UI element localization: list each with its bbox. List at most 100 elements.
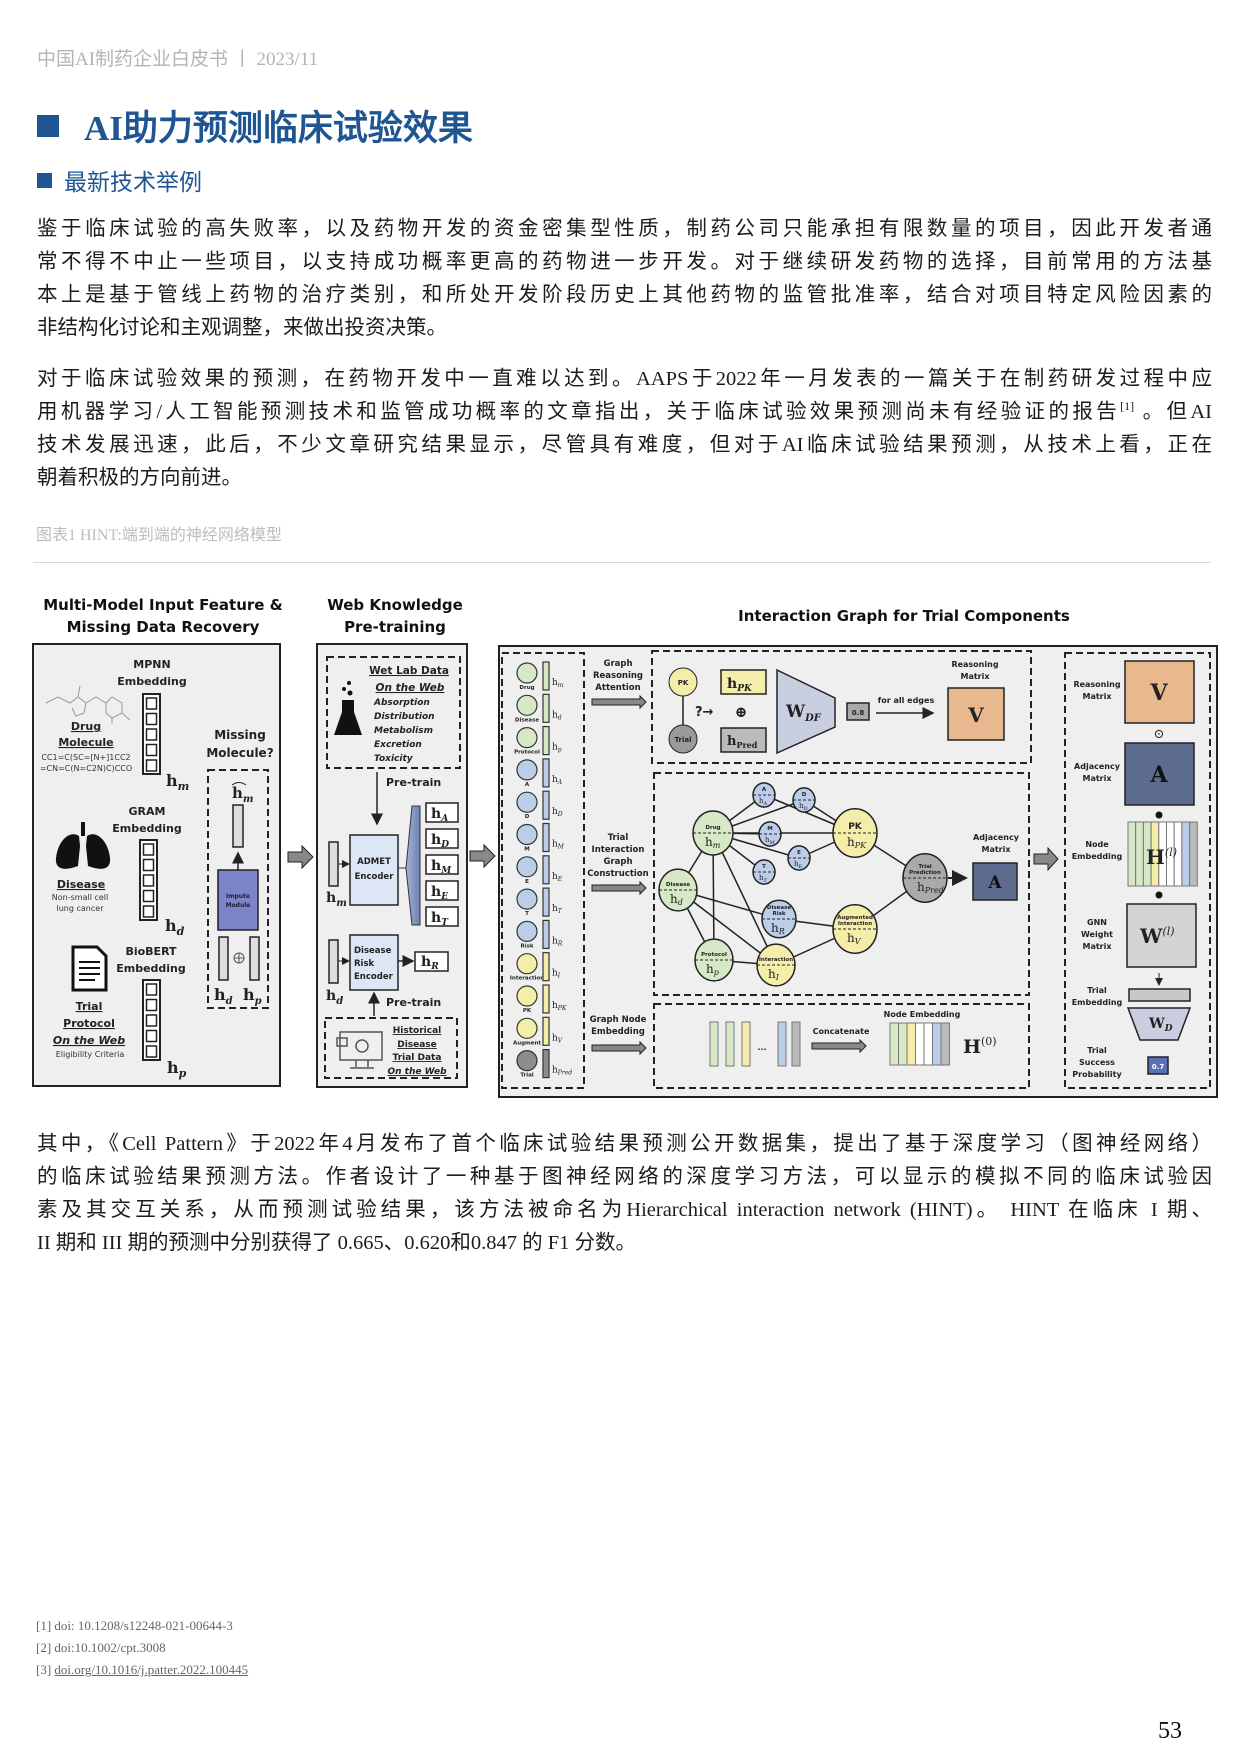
node-label: Drug [519,685,534,691]
embedding-cell [142,889,155,903]
impute-dashed-box [207,769,269,1009]
mpnn-embedding-vector [142,693,161,775]
page-number: 53 [1158,1718,1182,1744]
h-pk-label: hPK [727,676,753,694]
node-label: Drug [705,825,720,831]
h-p-label: hp [243,985,262,1007]
matrix-label: Embedding [1072,852,1123,861]
step-label: Attention [595,683,640,693]
node-h-label: hT [759,874,768,884]
h-r-label: hR [421,954,439,972]
node-vector [542,887,550,917]
node-label: Augmented [837,915,873,921]
wdf-label: WDF [785,702,822,724]
footnote-link[interactable]: doi.org/10.1016/j.patter.2022.100445 [54,1662,249,1677]
gram-label: GRAM [129,805,166,818]
h0-matrix [889,1022,950,1066]
node-circle [516,823,538,846]
node-h-label: hR [771,921,785,936]
node-h-label: hPred [917,880,944,895]
wd-layer [1126,1007,1192,1041]
admet-output-label: hA [431,806,448,824]
matrix-column [932,1022,942,1066]
matrix-label: Embedding [1072,998,1123,1007]
matrix-label: Adjacency [973,833,1020,842]
node-vector [542,822,550,853]
node-embedding-label: Node Embedding [884,1010,961,1019]
embedding-cell [145,983,158,996]
h-p-label: hp [167,1058,187,1080]
impute-label: Module [226,902,251,909]
trial-embedding-bar [1128,988,1191,1002]
node-vector [542,693,550,723]
edge-question-label: ?→ [695,705,714,720]
embedding-cell [142,874,155,887]
admet-output-label: hD [431,832,449,850]
node-h-label: hPK [552,1001,567,1012]
encoder-label: Risk [354,959,375,969]
h-r-box [414,951,449,972]
paragraph-line: 的临床试验结果预测方法。作者设计了一种基于图神经网络的深度学习方法，可以显示的模… [37,1166,1212,1188]
output-bracket [398,805,421,926]
node-label: D [802,792,807,798]
paragraph-line: 其中，《Cell Pattern》于2022年4月发布了首个临床试验结果预测公开… [37,1133,1212,1155]
node-label: PK [678,679,689,687]
encoder-label: ADMET [357,857,391,867]
paragraph-line: 本上是基于管线上药物的治疗类别，和所处开发阶段历史上其他药物的监管批准率，结合对… [37,284,1212,306]
pk-node [668,667,698,697]
admet-output-box [425,906,459,927]
matrix-column [915,1022,925,1066]
paragraph-1: 鉴于临床试验的高失败率，以及药物开发的资金密集型性质，制药公司只能承担有限数量的… [37,213,1212,345]
embedding-cell [145,743,158,757]
footnote-1: [1] doi: 10.1208/s12248-021-00644-3 [36,1618,233,1633]
node-h-label: hm [552,678,564,689]
node-label: Interaction [510,976,544,982]
for-all-edges-label: for all edges [878,696,935,705]
disease-desc: lung cancer [57,904,105,913]
admet-item: Toxicity [374,754,414,764]
embedding-cell [145,697,158,710]
node-circle [516,856,538,878]
node-vector [542,725,550,756]
matrix-label: Trial [1087,986,1107,995]
panel2-title: Web Knowledge [327,596,463,614]
step-label: Construction [587,869,648,879]
step-label: Embedding [591,1027,645,1037]
gnn-weight-matrix [1126,903,1197,968]
smiles-text: CC1=C(SC=[N+]1CC2 [41,753,130,762]
multiply-dot-icon [1155,891,1163,899]
matrix-symbol: V [1149,680,1168,706]
node-vector [542,952,550,982]
admet-output-box [425,802,459,823]
node-h-label: hPred [552,1066,572,1077]
caption-divider [33,562,1211,563]
embedding-cell [145,759,158,772]
matrix-column [923,1022,933,1066]
ellipsis: ... [757,1043,766,1052]
matrix-label: Matrix [1082,692,1112,701]
node-label: Trial [918,864,931,870]
probability-box [1147,1056,1169,1075]
node-h-label: hV [847,931,862,946]
node-label: A [762,787,767,793]
figure-caption: 图表1 HINT:端到端的神经网络模型 [36,527,282,544]
disease-desc: Non-small cell [52,893,108,902]
node-label: Trial [675,736,692,744]
step-arrow-icon [591,880,647,896]
matrix-label: Matrix [1082,942,1112,951]
subtitle-bullet-icon [37,172,52,188]
embedding-bar [777,1021,787,1067]
panel2-title: Pre-training [344,618,446,636]
panel1-title: Missing Data Recovery [67,618,260,636]
paragraph-line: 非结构化讨论和主观调整，来做出投资决策。 [37,317,447,339]
embedding-cell [145,1045,158,1058]
node-vector [542,919,550,950]
reference-marker[interactable]: [1] [1120,399,1135,413]
node-label: Protocol [514,750,540,756]
title-bullet-icon [37,114,59,137]
node-label: Risk [520,943,533,949]
